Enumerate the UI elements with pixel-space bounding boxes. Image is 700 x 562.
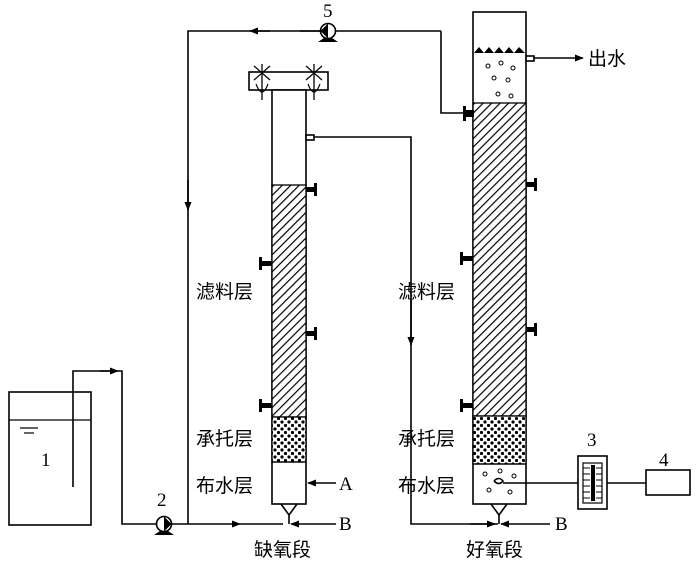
inlet-b-left-label: B xyxy=(339,514,352,535)
support-layer-right-label: 承托层 xyxy=(398,428,455,450)
inlet-b-right-label: B xyxy=(555,514,568,535)
filter-layer-left-label: 滤料层 xyxy=(196,281,253,303)
air-pump-number: 4 xyxy=(659,450,669,471)
air-pump xyxy=(645,469,691,496)
recycle-pump-number: 5 xyxy=(323,1,333,22)
recycle-pump xyxy=(318,22,338,42)
distribution-layer-left-label: 布水层 xyxy=(196,475,253,497)
feed-pump-number: 2 xyxy=(157,490,167,511)
filter-layer-right-label: 滤料层 xyxy=(398,281,455,303)
feed-pump xyxy=(154,515,174,535)
transfer-pipe xyxy=(314,136,498,525)
aerobic-column xyxy=(460,11,537,524)
inlet-a-label: A xyxy=(339,474,353,495)
support-layer-left-label: 承托层 xyxy=(196,428,253,450)
distribution-layer-right-label: 布水层 xyxy=(398,475,455,497)
aerobic-stage-label: 好氧段 xyxy=(466,539,523,561)
feed-pipe xyxy=(72,370,157,525)
effluent-label: 出水 xyxy=(588,48,626,70)
anoxic-stage-label: 缺氧段 xyxy=(254,539,311,561)
tank-number: 1 xyxy=(41,450,51,471)
anoxic-column xyxy=(248,64,329,524)
flowmeter-number: 3 xyxy=(587,430,597,451)
flowmeter xyxy=(577,455,608,510)
feed-tank xyxy=(8,391,92,526)
recycle-pipe xyxy=(187,30,320,524)
